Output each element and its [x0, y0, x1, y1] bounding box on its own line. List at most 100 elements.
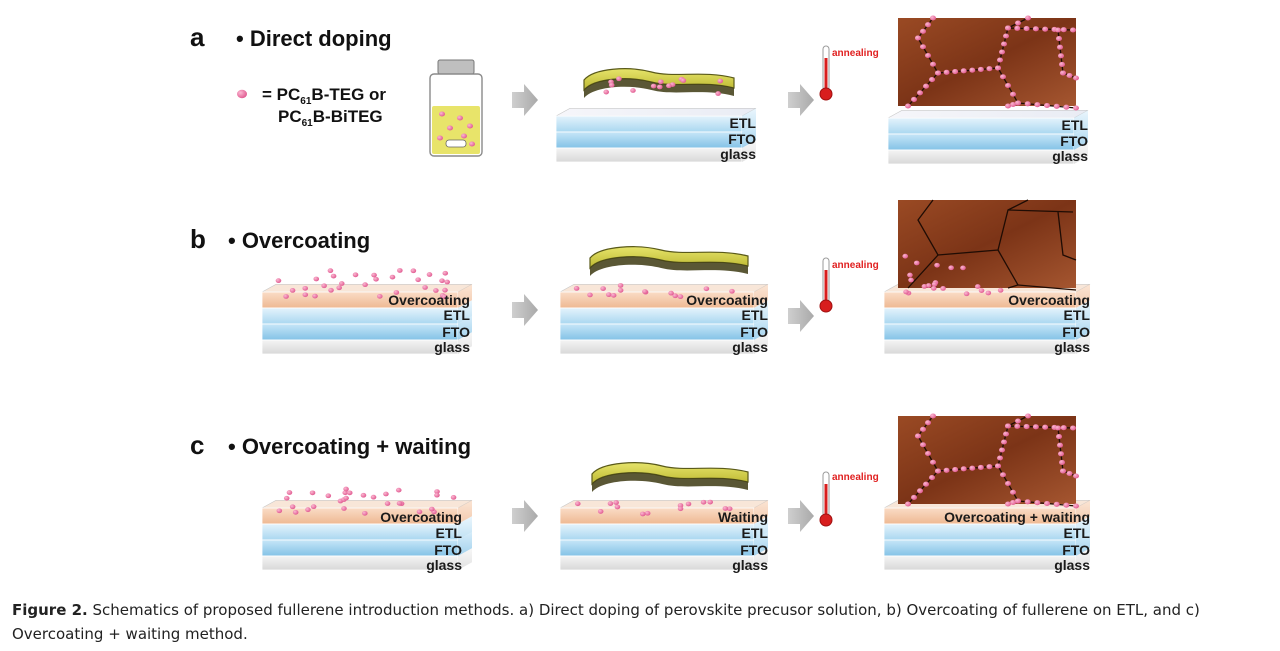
fullerene-dot: [283, 294, 289, 299]
fullerene-dot: [613, 500, 619, 505]
fullerene-dot: [1032, 424, 1039, 430]
fullerene-dot: [700, 499, 707, 505]
fullerene-dot: [666, 83, 672, 89]
glass-layer: [887, 149, 1075, 165]
fullerene-dot: [925, 283, 932, 288]
fto-layer: [887, 133, 1075, 151]
label-fto: FTO: [1062, 324, 1090, 340]
fullerene-dot: [371, 272, 377, 278]
fullerene-dot: [416, 509, 423, 515]
fullerene-dot: [617, 287, 624, 293]
fullerene-dot: [1073, 75, 1079, 81]
fullerene-dot: [639, 511, 646, 517]
fullerene-dot: [1056, 434, 1062, 440]
fullerene-dot: [680, 78, 687, 83]
thermometer-bulb: [819, 513, 833, 527]
label-etl: ETL: [1064, 525, 1091, 541]
fullerene-dot: [930, 61, 936, 67]
fullerene-dot: [929, 475, 935, 481]
fullerene-dot: [397, 268, 403, 273]
panel-a-title: • Direct doping: [236, 26, 392, 51]
fullerene-dot: [905, 103, 911, 109]
etl-layer-side: [1076, 516, 1090, 540]
label-fto: FTO: [740, 324, 768, 340]
fullerene-dot: [422, 285, 428, 290]
label-fto: FTO: [740, 542, 768, 558]
label-glass: glass: [732, 339, 768, 355]
fto-layer: [555, 131, 743, 149]
legend-line-2: PC61B-BiTEG: [278, 107, 383, 129]
fullerene-dot: [1010, 489, 1016, 495]
fullerene-dot: [907, 272, 913, 278]
etl-layer-side: [458, 516, 472, 540]
overcoating-layer-side: [458, 500, 472, 524]
fullerene-dot: [1060, 27, 1067, 33]
fullerene-dot: [986, 464, 993, 470]
fullerene-dot: [1001, 439, 1007, 445]
fullerene-dot: [283, 495, 290, 501]
fullerene-dot: [948, 265, 954, 271]
fullerene-dot: [327, 268, 334, 274]
fullerene-dot: [384, 501, 391, 506]
glass-layer: [883, 339, 1077, 355]
fto-layer: [883, 539, 1077, 557]
vial-cap: [437, 59, 475, 75]
fullerene-dot: [923, 481, 929, 487]
fto-layer: [559, 323, 755, 341]
process-arrow: [788, 500, 814, 532]
fullerene-dot: [444, 279, 451, 285]
fto-layer-side: [1076, 316, 1090, 340]
overcoating-layer-side: [458, 284, 472, 308]
fullerene-dot: [1025, 15, 1031, 21]
etl-layer: [555, 115, 743, 133]
fullerene-dot: [726, 506, 733, 512]
fullerene-dot: [729, 288, 735, 294]
fullerene-dot: [1015, 418, 1021, 424]
fullerene-dot: [437, 135, 443, 141]
overcoating-layer-side: [1076, 500, 1090, 524]
fullerene-dot: [930, 285, 937, 291]
etl-layer-side: [1074, 110, 1088, 134]
fullerene-dot: [943, 69, 950, 75]
fullerene-dot: [434, 492, 440, 498]
fullerene-dot: [1014, 25, 1021, 31]
etl-layer-side: [742, 108, 756, 132]
etl-layer-side: [1076, 300, 1090, 324]
fullerene-dot: [986, 66, 993, 72]
fullerene-dot: [373, 276, 379, 282]
label-etl: ETL: [742, 525, 769, 541]
fullerene-dot: [925, 450, 931, 457]
thermometer-bulb: [819, 299, 833, 313]
thermometer-bulb: [819, 87, 833, 101]
fullerene-dot: [597, 509, 604, 514]
fullerene-dot: [389, 274, 396, 280]
label-glass: glass: [1052, 148, 1088, 164]
fullerene-dot: [960, 265, 966, 271]
fullerene-dot: [1005, 423, 1011, 429]
etl-layer: [887, 117, 1075, 135]
glass-layer: [555, 147, 743, 163]
fullerene-dot: [920, 442, 926, 448]
fullerene-dot: [1034, 102, 1041, 108]
fullerene-dot: [1014, 423, 1021, 429]
fullerene-dot: [952, 467, 959, 473]
panel-b-title: • Overcoating: [228, 228, 370, 253]
fullerene-dot: [921, 284, 928, 289]
fullerene-dot: [608, 82, 615, 88]
fullerene-dot: [913, 260, 920, 266]
fullerene-dot: [305, 507, 311, 513]
fullerene-dot: [642, 289, 648, 294]
vial-solution: [432, 106, 480, 154]
fullerene-dot: [1058, 53, 1064, 59]
fullerene-dot: [1005, 25, 1011, 31]
etl-layer: [559, 307, 755, 325]
fullerene-dot: [343, 486, 349, 492]
fullerene-dot: [908, 277, 914, 283]
label-overcoating: Overcoating: [1008, 292, 1090, 308]
fullerene-dot: [1073, 503, 1079, 509]
fullerene-dot: [442, 287, 448, 293]
caption-label: Figure 2.: [12, 601, 88, 619]
fullerene-dot: [441, 294, 448, 300]
etl-layer-side: [754, 516, 768, 540]
fullerene-dot: [952, 69, 959, 75]
